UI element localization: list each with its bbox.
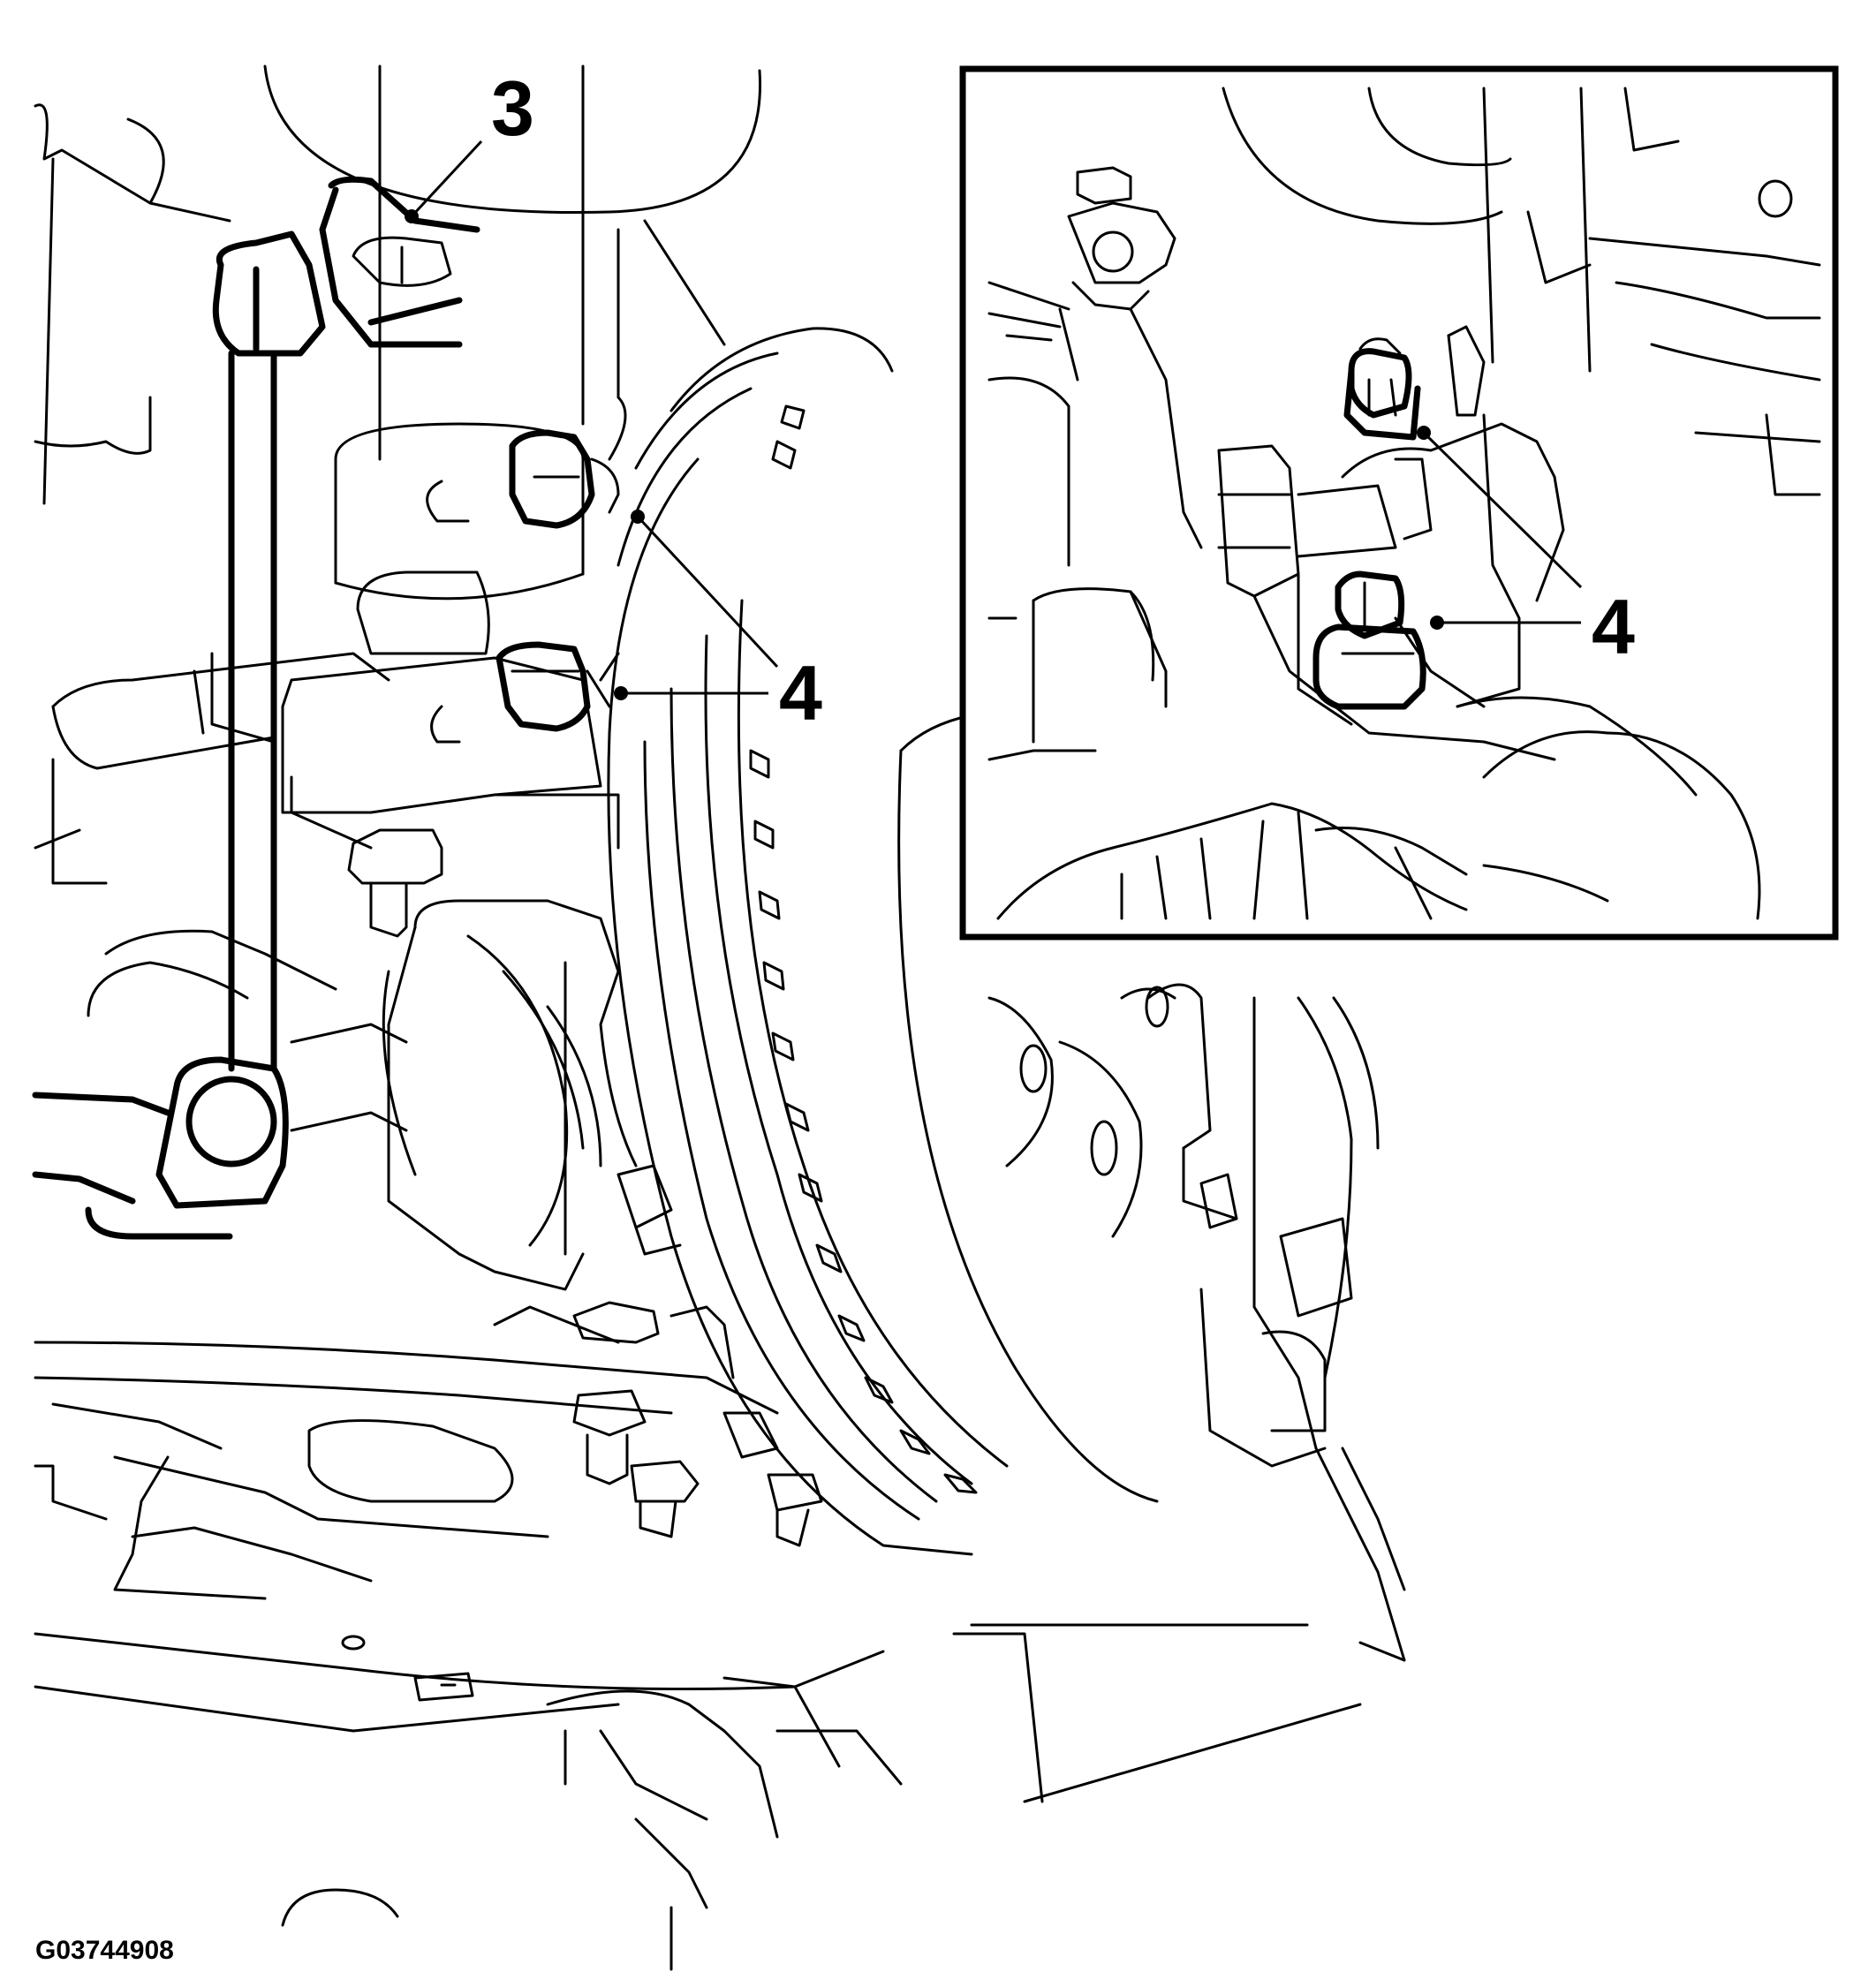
callout-4-main: 4: [614, 510, 822, 737]
inset-illustration: [987, 87, 1821, 920]
figure-id: G03744908: [35, 1936, 174, 1965]
knuckle-nut: [347, 828, 443, 938]
control-arm-nuts: [572, 1164, 823, 1547]
callout-4-inset-upper-leader: [1422, 431, 1583, 589]
brake-caliper: [1146, 983, 1406, 1662]
callout-3: 3: [405, 64, 534, 223]
callout-3-label: 3: [491, 64, 534, 152]
stabilizer-link: [32, 176, 480, 1240]
brake-disc: [607, 327, 1176, 1556]
subframe: [34, 1623, 1406, 1971]
callout-4-main-label: 4: [779, 649, 822, 737]
stabilizer-bar: [34, 652, 390, 885]
strut-bolt-upper: [509, 429, 620, 529]
callout-4-inset-label: 4: [1592, 583, 1635, 670]
callout-4-upper-leader: [636, 515, 779, 669]
inset-detail: [959, 65, 1839, 941]
inset-frame: [959, 65, 1839, 941]
callout-3-leader: [410, 140, 483, 218]
drive-shaft: [87, 929, 602, 1247]
callout-4-inset: 4: [1417, 426, 1635, 670]
lower-control-arm: [34, 1305, 779, 1600]
strut-bolt-lower: [495, 641, 611, 732]
strut-assembly: [34, 64, 762, 655]
steering-knuckle: [281, 652, 638, 1291]
main-illustration: [32, 64, 1406, 1971]
